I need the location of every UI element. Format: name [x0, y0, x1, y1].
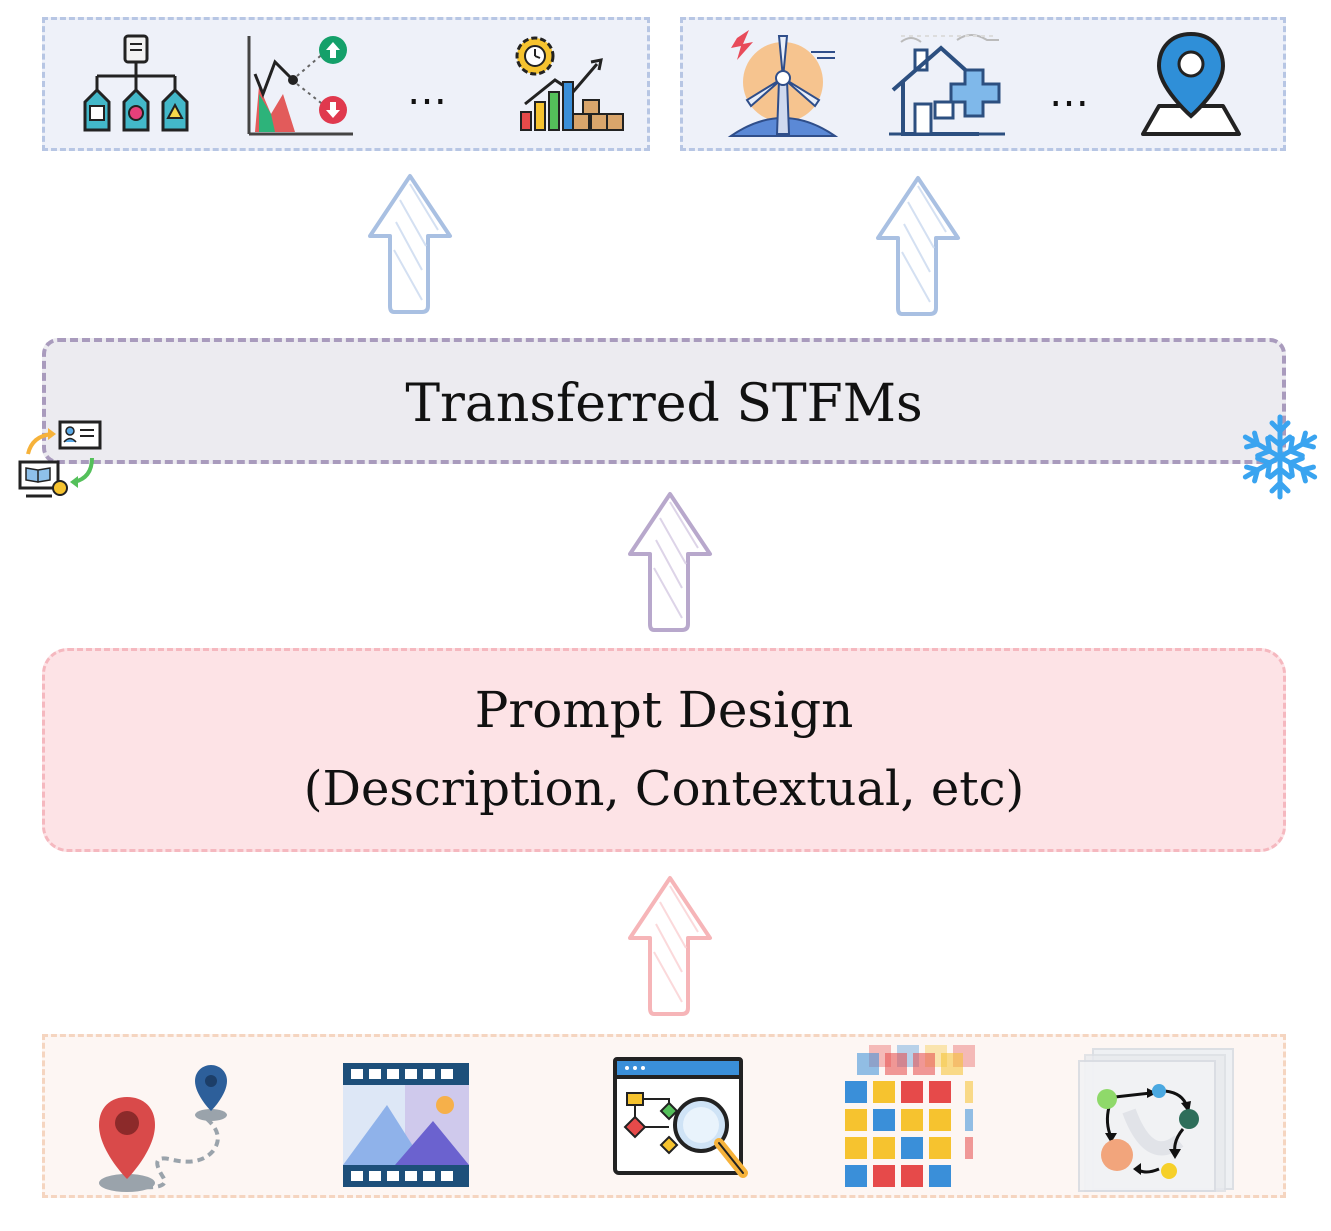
productivity-growth-chart-icon [515, 36, 624, 131]
top-right-application-panel: … [680, 17, 1286, 151]
market-trend-chart-icon [247, 36, 353, 136]
prompt-design-subtitle: (Description, Contextual, etc) [303, 761, 1025, 817]
up-arrow-icon [628, 876, 712, 1016]
healthcare-house-icon [889, 34, 1005, 136]
snowflake-frozen-icon [1242, 414, 1318, 500]
top-left-ellipsis: … [407, 68, 449, 114]
transferred-stfms-box: Transferred STFMs [42, 338, 1286, 464]
up-arrow-icon [368, 174, 452, 314]
top-left-application-panel: … [42, 17, 650, 151]
prompt-design-box: Prompt Design (Description, Contextual, … [42, 648, 1286, 852]
grid-raster-stack-icon [845, 1045, 975, 1187]
top-right-ellipsis: … [1049, 70, 1091, 116]
model-transfer-icon [18, 420, 102, 498]
wind-turbine-energy-icon [727, 30, 839, 137]
stfm-title: Transferred STFMs [405, 374, 923, 434]
bottom-data-modality-panel [42, 1034, 1286, 1198]
graph-network-cube-icon [1078, 1048, 1234, 1192]
prompt-design-title: Prompt Design [474, 681, 854, 739]
trajectory-route-icon [99, 1065, 227, 1192]
video-frames-icon [343, 1063, 469, 1187]
hierarchy-org-chart-icon [83, 34, 189, 132]
up-arrow-icon [876, 176, 960, 316]
map-location-pin-icon [1141, 31, 1241, 136]
up-arrow-icon [628, 492, 712, 632]
flowchart-search-icon [613, 1057, 748, 1178]
